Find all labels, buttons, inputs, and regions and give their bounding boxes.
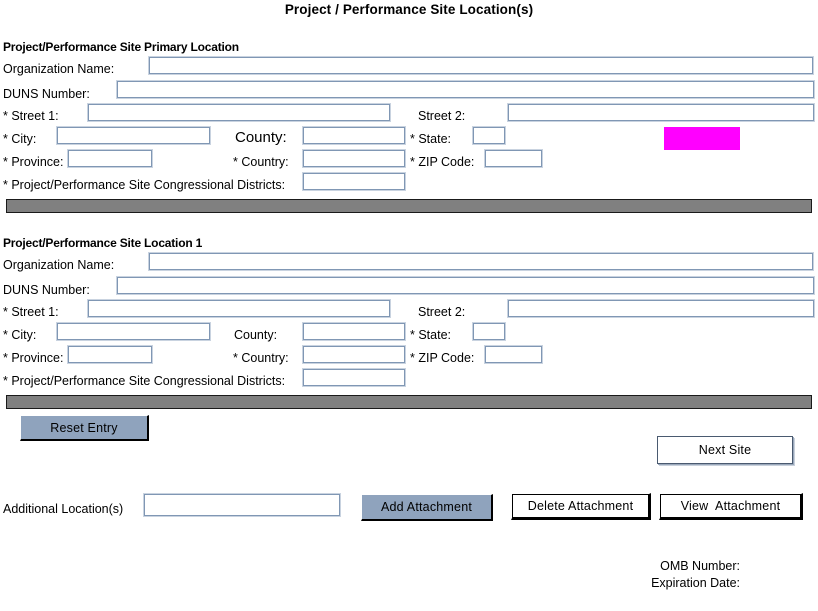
province-input[interactable]	[67, 149, 153, 168]
county-label-2: County:	[234, 328, 278, 342]
duns-number-label: DUNS Number:	[3, 87, 90, 101]
congressional-districts-input-2[interactable]	[302, 368, 406, 387]
duns-number-label-2: DUNS Number:	[3, 283, 90, 297]
organization-name-label: Organization Name:	[3, 62, 115, 76]
page-title: Project / Performance Site Location(s)	[284, 2, 534, 17]
next-site-button[interactable]: Next Site	[657, 436, 793, 464]
state-input-2[interactable]	[472, 322, 506, 341]
city-input-2[interactable]	[56, 322, 211, 341]
country-label: * Country:	[233, 155, 289, 169]
reset-entry-button[interactable]: Reset Entry	[20, 415, 149, 441]
zip-code-input-2[interactable]	[484, 345, 543, 364]
state-label: * State:	[410, 132, 451, 146]
omb-number-label: OMB Number:	[660, 559, 740, 573]
section-heading-location-1: Project/Performance Site Location 1	[3, 236, 203, 250]
street1-label-2: * Street 1:	[3, 305, 59, 319]
street2-input-2[interactable]	[507, 299, 815, 318]
congressional-districts-input[interactable]	[302, 172, 406, 191]
state-input[interactable]	[472, 126, 506, 145]
section-separator-bar-2	[6, 395, 812, 409]
expiration-date-label: Expiration Date:	[651, 576, 740, 590]
street1-input-2[interactable]	[87, 299, 391, 318]
organization-name-input-2[interactable]	[148, 252, 814, 271]
county-input[interactable]	[302, 126, 406, 145]
street2-label: Street 2:	[418, 109, 466, 123]
organization-name-input[interactable]	[148, 56, 814, 75]
province-input-2[interactable]	[67, 345, 153, 364]
city-label-2: * City:	[3, 328, 37, 342]
duns-number-input[interactable]	[116, 80, 815, 99]
city-label: * City:	[3, 132, 37, 146]
zip-code-label: * ZIP Code:	[410, 155, 475, 169]
magenta-highlight-block	[664, 127, 740, 150]
city-input[interactable]	[56, 126, 211, 145]
county-label: County:	[235, 129, 287, 146]
organization-name-label-2: Organization Name:	[3, 258, 115, 272]
street1-input[interactable]	[87, 103, 391, 122]
zip-code-input[interactable]	[484, 149, 543, 168]
duns-number-input-2[interactable]	[116, 276, 815, 295]
street2-input[interactable]	[507, 103, 815, 122]
country-label-2: * Country:	[233, 351, 289, 365]
zip-code-label-2: * ZIP Code:	[410, 351, 475, 365]
congressional-districts-label-2: * Project/Performance Site Congressional…	[3, 374, 286, 388]
state-label-2: * State:	[410, 328, 451, 342]
add-attachment-button[interactable]: Add Attachment	[361, 494, 493, 521]
congressional-districts-label: * Project/Performance Site Congressional…	[3, 178, 286, 192]
view-attachment-button[interactable]: View Attachment	[659, 493, 803, 520]
section-heading-primary-location: Project/Performance Site Primary Locatio…	[3, 40, 239, 54]
country-input[interactable]	[302, 149, 406, 168]
province-label: * Province:	[3, 155, 64, 169]
county-input-2[interactable]	[302, 322, 406, 341]
street1-label: * Street 1:	[3, 109, 59, 123]
additional-locations-label: Additional Location(s)	[3, 502, 124, 516]
street2-label-2: Street 2:	[418, 305, 466, 319]
country-input-2[interactable]	[302, 345, 406, 364]
additional-locations-input[interactable]	[143, 493, 341, 517]
section-separator-bar-1	[6, 199, 812, 213]
delete-attachment-button[interactable]: Delete Attachment	[511, 493, 651, 520]
province-label-2: * Province:	[3, 351, 64, 365]
